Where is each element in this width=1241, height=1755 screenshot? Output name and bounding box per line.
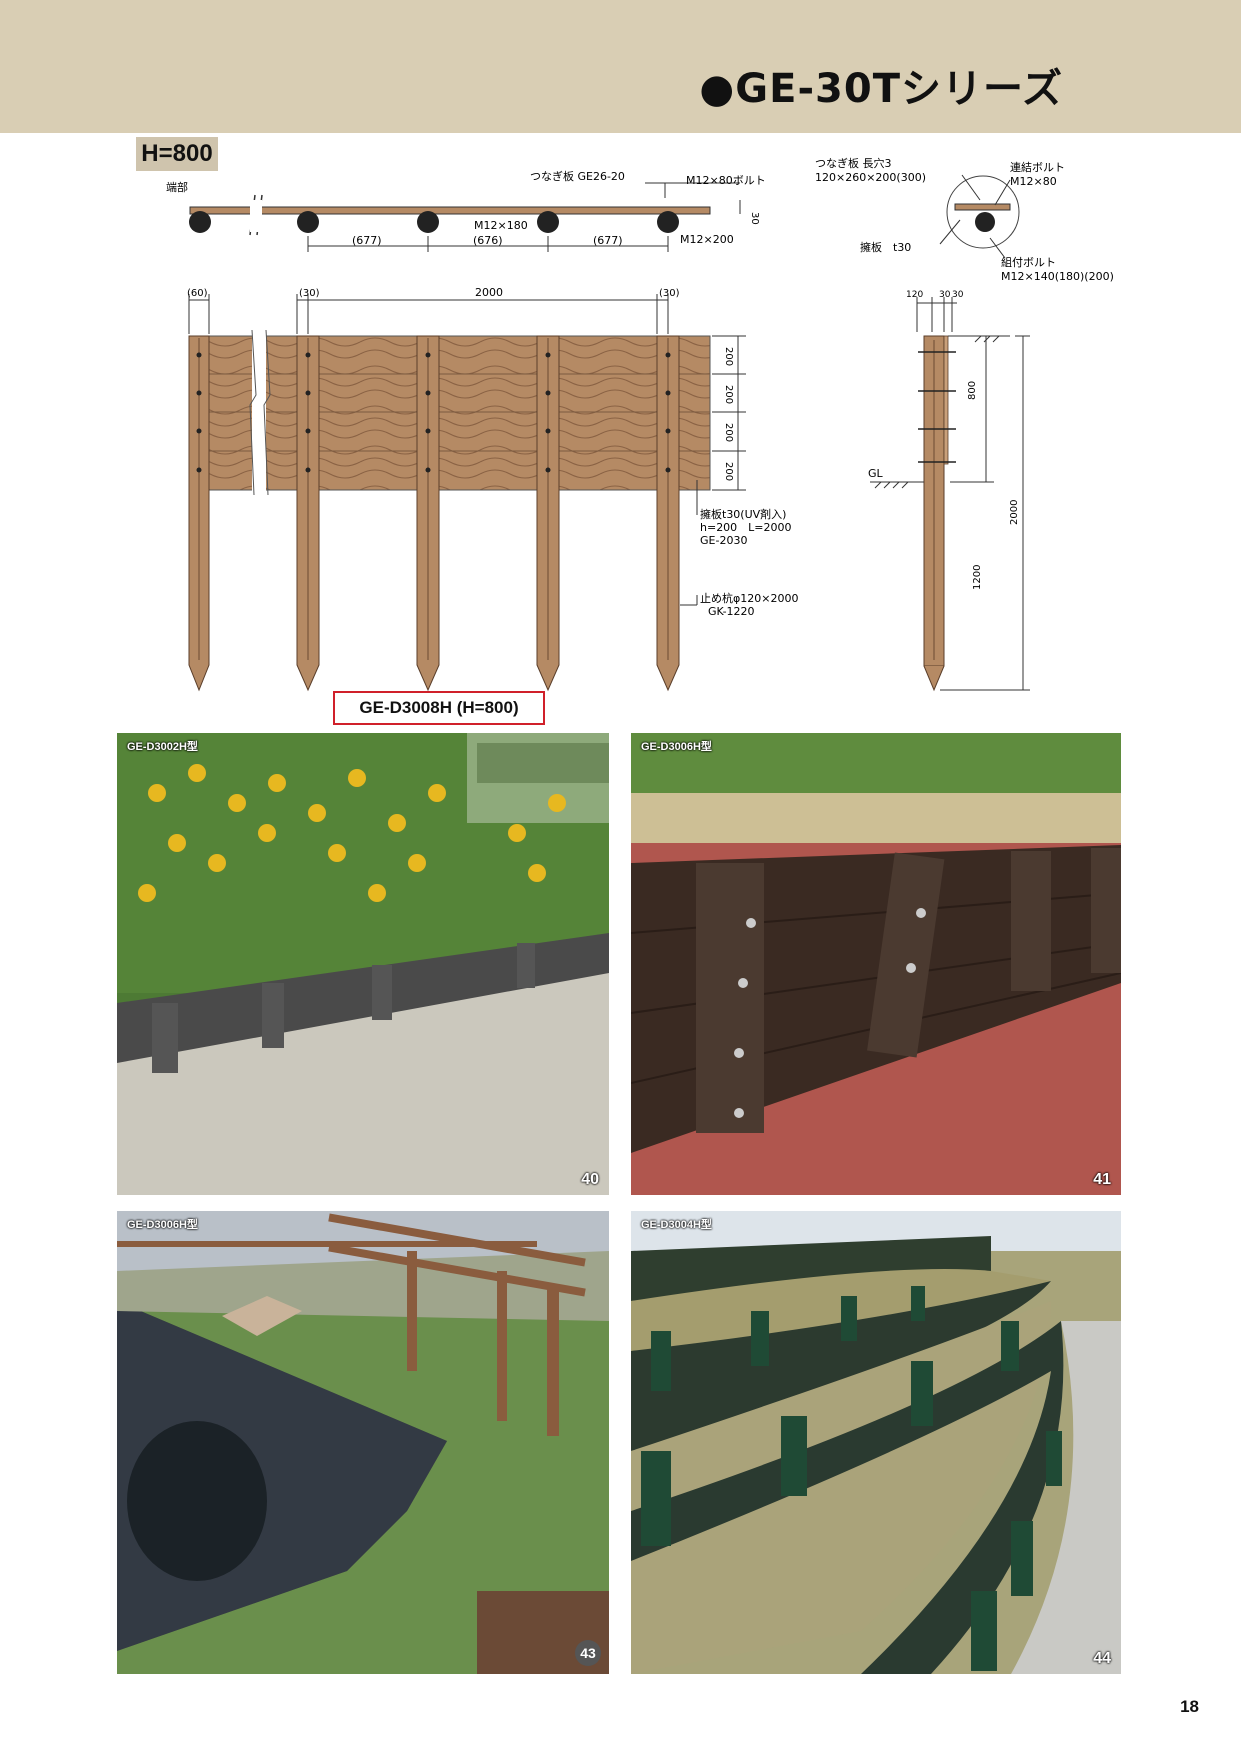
photo-41-caption: GE-D3006H型 bbox=[641, 741, 712, 753]
photo-43-number: 43 bbox=[575, 1640, 601, 1666]
photo-40: GE-D3002H型 40 bbox=[117, 733, 609, 1195]
plan-view: 端部 つなぎ板 GE26-20 M12×80ボルト M12×180 M12×20… bbox=[166, 169, 766, 252]
dim-post-2: (30) bbox=[659, 288, 680, 299]
pile-note-2: GK-1220 bbox=[708, 605, 755, 618]
section-dim-above: 800 bbox=[967, 381, 978, 400]
section-view: つなぎ板 長穴3 120×260×200(300) 連結ボルト M12×80 擁… bbox=[815, 156, 1114, 692]
plan-dim-left: (677) bbox=[352, 234, 382, 247]
photo-41-image bbox=[631, 733, 1121, 1195]
section-joint-note-1: つなぎ板 長穴3 bbox=[815, 156, 892, 170]
section-dim-top-2: 30 bbox=[939, 290, 951, 300]
photo-40-number: 40 bbox=[581, 1171, 599, 1188]
plan-bolt-top-label: M12×80ボルト bbox=[686, 174, 766, 187]
plan-bolt-bottom-label: M12×200 bbox=[680, 233, 734, 246]
photo-40-caption: GE-D3002H型 bbox=[127, 741, 198, 753]
board-height-3: 200 bbox=[723, 423, 734, 442]
plan-joint-plate-label: つなぎ板 GE26-20 bbox=[530, 169, 625, 183]
section-bolt-note-2: M12×80 bbox=[1010, 175, 1057, 188]
dim-span: 2000 bbox=[475, 286, 503, 299]
photo-43-caption: GE-D3006H型 bbox=[127, 1219, 198, 1231]
board-note-2: h=200 L=2000 bbox=[700, 521, 792, 534]
section-bolt-note-1: 連結ボルト bbox=[1010, 160, 1065, 174]
photo-43: GE-D3006H型 43 bbox=[117, 1211, 609, 1674]
photo-44-number: 44 bbox=[1093, 1650, 1111, 1667]
plan-dim-center: (676) bbox=[473, 234, 503, 247]
board-note-3: GE-2030 bbox=[700, 534, 747, 547]
section-dim-total: 2000 bbox=[1009, 500, 1020, 525]
series-title: ●GE-30Tシリーズ bbox=[699, 66, 1063, 112]
board-height-1: 200 bbox=[723, 347, 734, 366]
model-label: GE-D3008H (H=800) bbox=[333, 691, 545, 725]
plan-end-label: 端部 bbox=[166, 180, 188, 194]
section-gl-label: GL bbox=[868, 467, 884, 480]
technical-drawing: 端部 つなぎ板 GE26-20 M12×80ボルト M12×180 M12×20… bbox=[166, 156, 1114, 692]
board-height-2: 200 bbox=[723, 385, 734, 404]
dim-post-end: (60) bbox=[187, 288, 208, 299]
photo-44-image bbox=[631, 1211, 1121, 1674]
section-dim-top-3: 30 bbox=[952, 290, 964, 300]
photo-41-number: 41 bbox=[1093, 1171, 1111, 1188]
dim-post-1: (30) bbox=[299, 288, 320, 299]
plan-center-bolt-label: M12×180 bbox=[474, 219, 528, 232]
photo-43-image bbox=[117, 1211, 609, 1674]
page-number: 18 bbox=[1180, 1697, 1199, 1716]
section-dim-below: 1200 bbox=[972, 565, 983, 590]
plan-thickness: 30 bbox=[749, 212, 760, 225]
plan-posts bbox=[189, 211, 679, 233]
section-board-note: 擁板 t30 bbox=[860, 240, 911, 254]
section-joint-note-2: 120×260×200(300) bbox=[815, 171, 926, 184]
photo-41: GE-D3006H型 41 bbox=[631, 733, 1121, 1195]
header-band bbox=[0, 0, 1241, 133]
section-fix-bolt-note-1: 組付ボルト bbox=[1001, 256, 1056, 269]
section-dim-top-1: 120 bbox=[906, 290, 923, 300]
plan-dim-right: (677) bbox=[593, 234, 623, 247]
board-height-4: 200 bbox=[723, 462, 734, 481]
photo-44-caption: GE-D3004H型 bbox=[641, 1219, 712, 1231]
front-elevation: (60) (30) 2000 (30) 200 200 200 200 擁板t3… bbox=[187, 286, 798, 692]
board-note-1: 擁板t30(UV剤入) bbox=[700, 507, 786, 521]
height-tag: H=800 bbox=[136, 137, 218, 171]
photo-44: GE-D3004H型 44 bbox=[631, 1211, 1121, 1674]
pile-note-1: 止め杭φ120×2000 bbox=[700, 591, 798, 605]
photo-40-image bbox=[117, 733, 609, 1195]
section-fix-bolt-note-2: M12×140(180)(200) bbox=[1001, 270, 1114, 283]
